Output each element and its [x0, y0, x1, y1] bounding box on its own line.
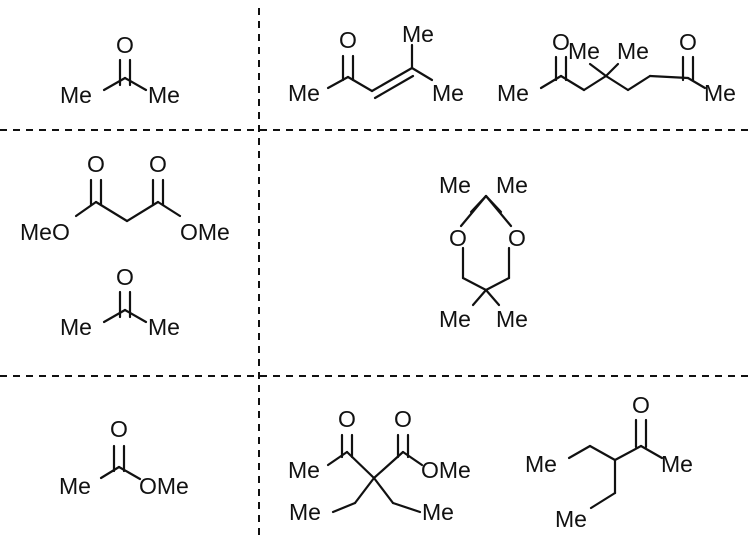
bond	[331, 501, 357, 514]
atom-label: O	[87, 151, 105, 177]
molecule-dimethyl-malonate: O O MeO OMe	[20, 151, 230, 245]
atom-label: O	[632, 392, 650, 418]
atom-label: MeO	[20, 219, 70, 245]
bond	[461, 276, 488, 292]
atom-label: O	[449, 225, 467, 251]
atom-label: Me	[439, 172, 471, 198]
bond	[471, 288, 488, 307]
bond	[484, 276, 511, 292]
bond	[410, 66, 434, 82]
panel-grid	[0, 8, 753, 536]
bond	[401, 450, 424, 467]
bond	[370, 66, 414, 93]
bond	[99, 465, 121, 480]
molecule-mesityl-oxide: O Me Me Me	[288, 21, 464, 106]
molecule-dioxane: Me Me O O Me Me	[439, 172, 528, 332]
bond	[484, 288, 501, 307]
atom-label: Me	[617, 38, 649, 64]
atom-label: Me	[568, 38, 600, 64]
atom-label: O	[116, 32, 134, 58]
bond	[353, 476, 376, 505]
atom-label: O	[149, 151, 167, 177]
bond	[373, 74, 415, 100]
atom-label: O	[508, 225, 526, 251]
molecule-diketone: O O Me Me Me Me	[497, 29, 736, 106]
atom-label: Me	[148, 82, 180, 108]
bond	[604, 62, 620, 78]
bond	[117, 465, 142, 481]
atom-label: O	[338, 406, 356, 432]
bond	[74, 200, 98, 218]
bond	[613, 444, 643, 462]
molecule-acetone-top: O Me Me	[60, 32, 180, 108]
molecule-methyl-acetate: O Me OMe	[59, 416, 189, 499]
atom-label: Me	[497, 80, 529, 106]
atom-label: Me	[496, 306, 528, 332]
bond	[648, 74, 690, 80]
bond	[102, 76, 127, 92]
bond	[345, 450, 376, 480]
atom-label: O	[552, 29, 570, 55]
atom-label: O	[339, 27, 357, 53]
bond	[589, 491, 617, 510]
bond	[686, 76, 707, 90]
bond	[582, 74, 608, 92]
atom-label: OMe	[180, 219, 230, 245]
bond	[588, 62, 608, 78]
atom-label: O	[110, 416, 128, 442]
bond	[346, 75, 374, 93]
bond	[567, 444, 592, 460]
bond	[559, 74, 586, 92]
atom-label: Me	[402, 21, 434, 47]
atom-label: Me	[525, 451, 557, 477]
atom-label: Me	[439, 306, 471, 332]
bond	[539, 74, 563, 90]
atom-label: Me	[288, 457, 320, 483]
bond	[326, 75, 350, 90]
bond	[102, 308, 127, 324]
atom-label: Me	[432, 80, 464, 106]
bond	[156, 200, 182, 218]
atom-label: OMe	[139, 473, 189, 499]
bond	[123, 76, 148, 92]
bond	[626, 74, 652, 92]
atom-label: Me	[60, 314, 92, 340]
bond	[484, 194, 513, 228]
bond	[372, 476, 395, 505]
atom-label: Me	[704, 80, 736, 106]
bond	[604, 74, 630, 92]
bond	[94, 200, 129, 223]
atom-label: Me	[59, 473, 91, 499]
atom-label: Me	[422, 499, 454, 525]
bond	[391, 501, 422, 514]
bond	[326, 450, 349, 467]
atom-label: O	[394, 406, 412, 432]
atom-label: Me	[289, 499, 321, 525]
atom-label: O	[116, 264, 134, 290]
atom-label: OMe	[421, 457, 471, 483]
bond	[123, 308, 148, 324]
atom-label: Me	[148, 314, 180, 340]
bond	[588, 444, 617, 462]
atom-label: Me	[496, 172, 528, 198]
molecule-ethyl-ketone: O Me Me Me	[525, 392, 693, 532]
atom-label: O	[679, 29, 697, 55]
molecule-keto-ester: O O Me OMe Me Me	[288, 406, 471, 525]
atom-label: Me	[555, 506, 587, 532]
atom-label: Me	[60, 82, 92, 108]
bond	[639, 444, 664, 460]
atom-label: Me	[288, 80, 320, 106]
molecule-acetone-mid: O Me Me	[60, 264, 180, 340]
bond	[459, 194, 488, 228]
atom-label: Me	[661, 451, 693, 477]
